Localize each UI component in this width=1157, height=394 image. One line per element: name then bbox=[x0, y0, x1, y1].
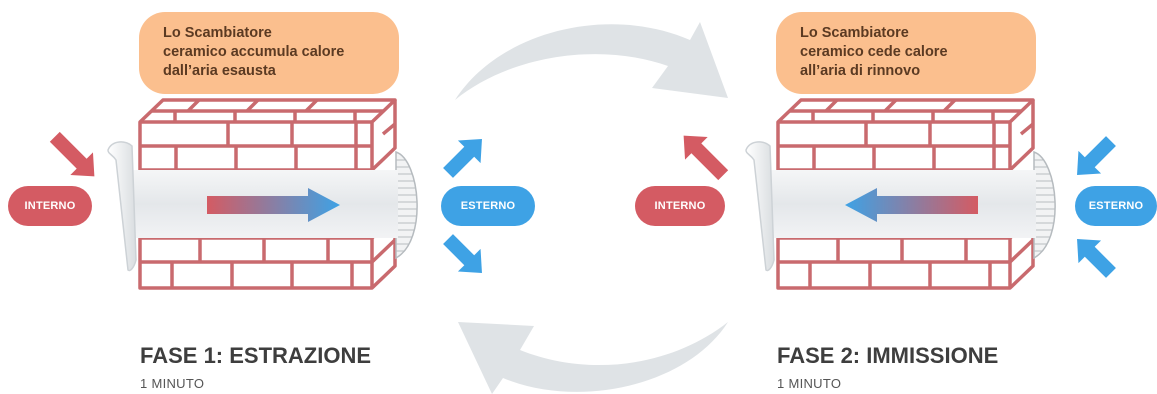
airflow-arrow-right bbox=[207, 188, 340, 222]
inner-panel bbox=[745, 141, 775, 272]
outdoor-arrow-out-top bbox=[443, 139, 482, 178]
callout-line: dall’aria esausta bbox=[163, 63, 276, 79]
interno-label: INTERNO bbox=[635, 186, 725, 226]
phase-2-unit bbox=[745, 98, 1056, 290]
callout-line: ceramico accumula calore bbox=[163, 44, 345, 60]
indoor-arrow-in bbox=[49, 131, 95, 177]
cycle-arrow-bottom bbox=[458, 322, 728, 394]
callout-line: ceramico cede calore bbox=[800, 44, 948, 60]
esterno-label: ESTERNO bbox=[1075, 186, 1157, 226]
phase-2-title: FASE 2: IMMISSIONE bbox=[777, 343, 999, 368]
phase-1-callout: Lo Scambiatore ceramico accumula calore … bbox=[139, 12, 399, 94]
phase-1-duration: 1 MINUTO bbox=[140, 376, 205, 391]
airflow-arrow-left bbox=[845, 188, 978, 222]
brick-wall-top bbox=[138, 98, 397, 172]
phase-1-title: FASE 1: ESTRAZIONE bbox=[140, 343, 372, 368]
interno-label: INTERNO bbox=[8, 186, 92, 226]
phase-2-duration: 1 MINUTO bbox=[777, 376, 842, 391]
outdoor-arrow-in-bottom bbox=[1077, 239, 1116, 278]
esterno-label: ESTERNO bbox=[441, 186, 535, 226]
phase-2-callout: Lo Scambiatore ceramico cede calore all’… bbox=[776, 12, 1036, 94]
callout-line: all’aria di rinnovo bbox=[800, 63, 921, 79]
outdoor-arrow-out-bottom bbox=[443, 234, 482, 273]
callout-line: Lo Scambiatore bbox=[163, 25, 272, 41]
cycle-arrow-top bbox=[455, 22, 728, 100]
indoor-arrow-out bbox=[683, 135, 729, 181]
brick-wall-top bbox=[776, 98, 1035, 172]
callout-line: Lo Scambiatore bbox=[800, 25, 909, 41]
outdoor-arrow-in-top bbox=[1077, 136, 1116, 175]
inner-panel bbox=[107, 141, 137, 272]
phase-1-unit bbox=[107, 98, 418, 290]
vent-grille bbox=[1033, 150, 1056, 260]
vent-grille bbox=[395, 150, 418, 260]
